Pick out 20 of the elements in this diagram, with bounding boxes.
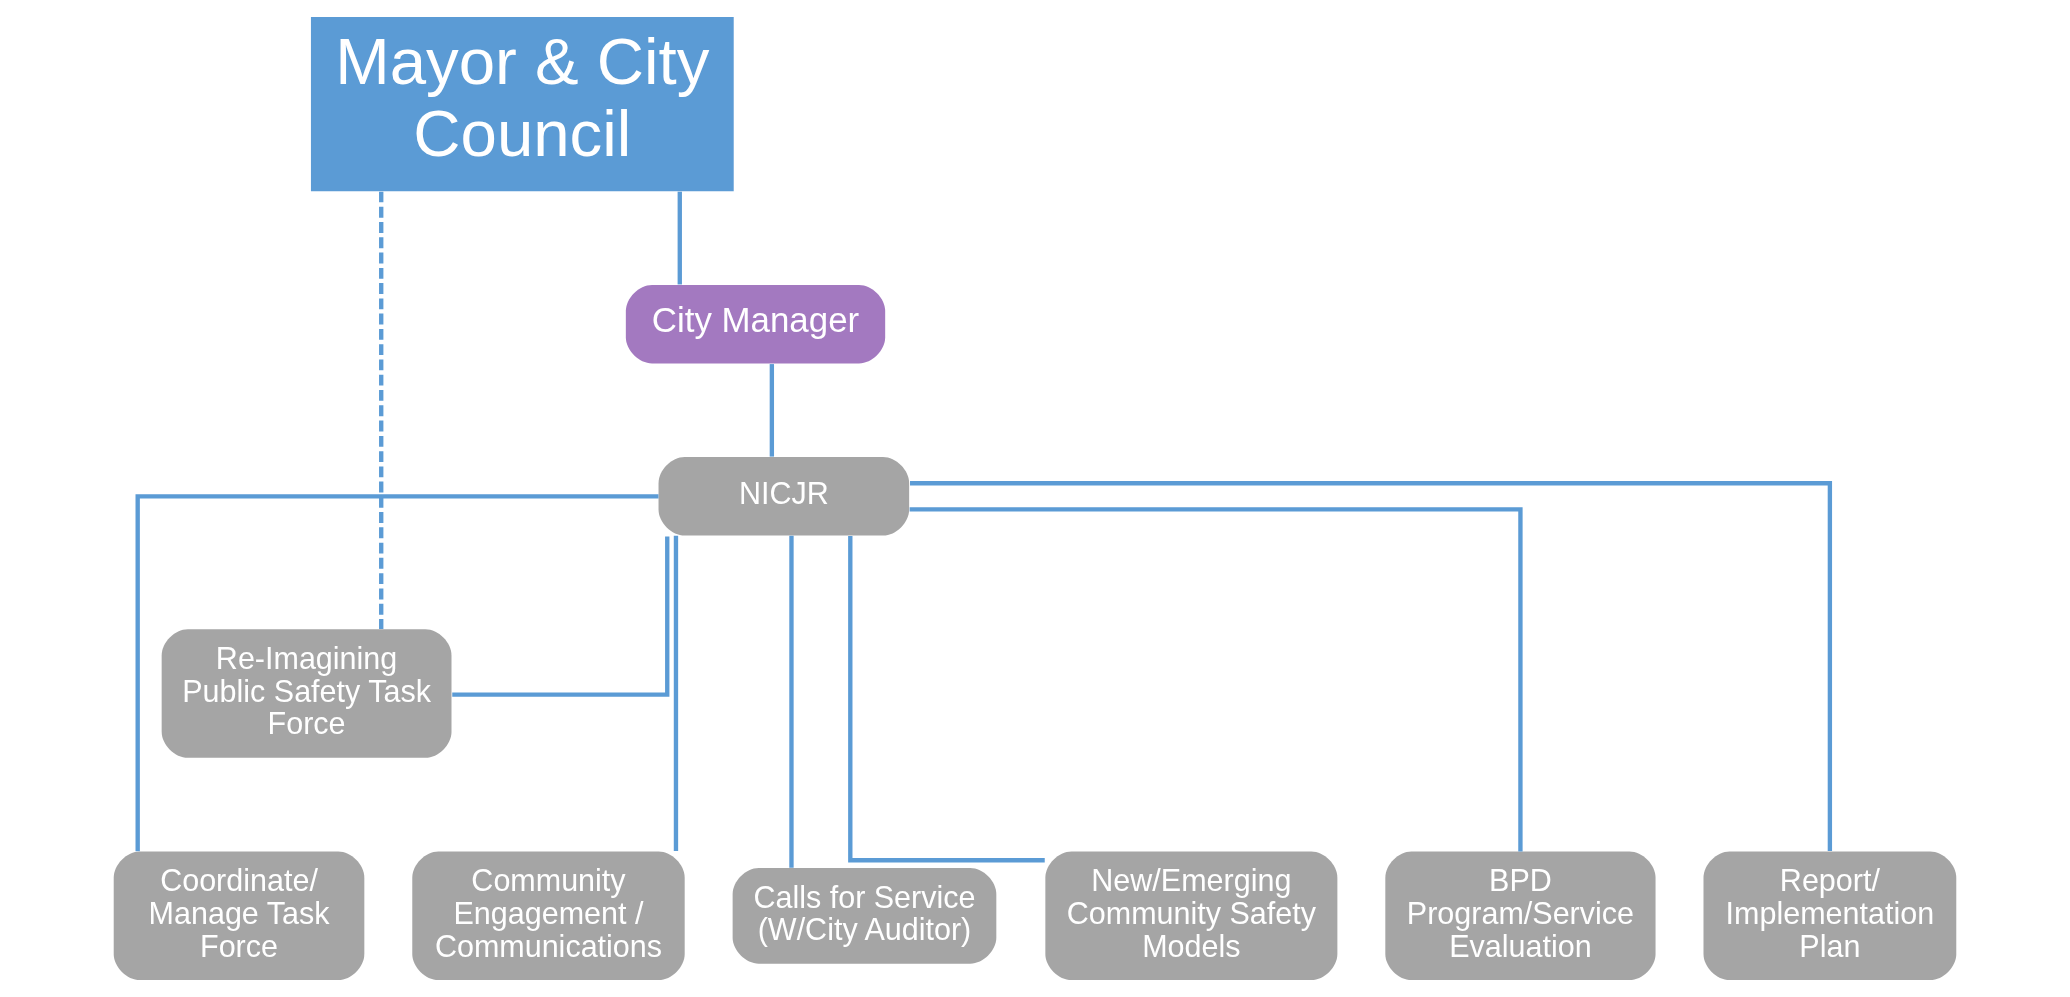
node-box: BPD Program/Service Evaluation — [1385, 851, 1656, 981]
node-box: Report/ Implementation Plan — [1703, 851, 1957, 981]
connector — [677, 191, 682, 285]
node-box: New/Emerging Community Safety Models — [1045, 851, 1338, 981]
connector — [789, 535, 794, 868]
node-box: Calls for Service (W/City Auditor) — [732, 867, 997, 964]
connector — [910, 481, 1833, 852]
node-box: Coordinate/ Manage Task Force — [113, 851, 365, 981]
connector — [452, 536, 670, 697]
connector — [135, 494, 659, 852]
node-box: Community Engagement / Communications — [412, 851, 685, 981]
connector — [379, 191, 384, 630]
connector — [769, 364, 775, 457]
node-box: Mayor & City Council — [310, 16, 734, 192]
connector — [673, 535, 679, 851]
connector — [848, 535, 1045, 863]
connector — [909, 507, 1523, 852]
node-box: NICJR — [658, 457, 910, 536]
node-box: Re-Imagining Public Safety Task Force — [161, 629, 452, 758]
node-box: City Manager — [625, 284, 886, 364]
